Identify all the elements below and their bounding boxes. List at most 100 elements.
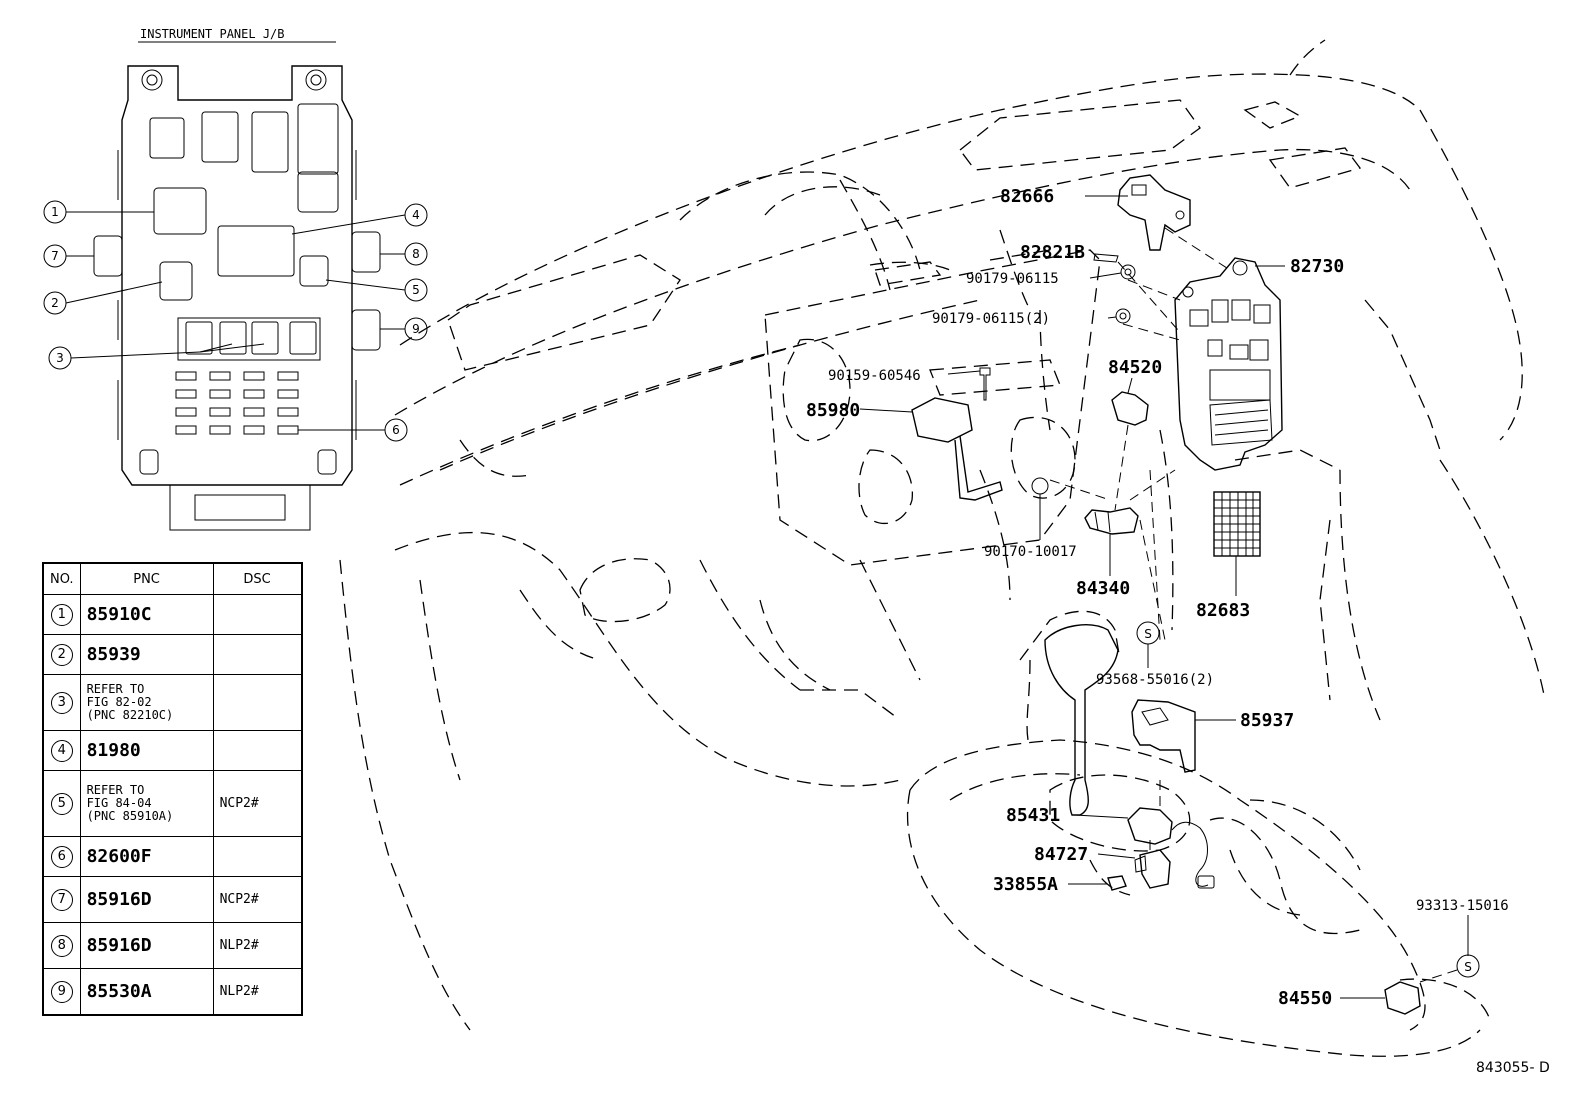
part-84520-switch: 84520 — [1108, 357, 1162, 426]
part-90179-nut-b: 90179-06115(2) — [932, 308, 1131, 327]
row-number: 8 — [50, 935, 73, 957]
screw-symbol-s-2: S — [1464, 960, 1472, 974]
callout-7: 7 — [43, 244, 94, 268]
row-number: 6 — [50, 846, 73, 868]
panel-title: INSTRUMENT PANEL J/B — [140, 27, 285, 41]
row-number: 5 — [50, 793, 73, 815]
table-row: 8 85916D NLP2# — [42, 922, 303, 969]
part-82730-junction-block: 82730 — [1174, 256, 1344, 471]
part-90159-screw: 90159-60546 — [828, 367, 991, 401]
header-pnc: PNC — [79, 562, 214, 595]
table-row: 3 REFER TO FIG 82-02 (PNC 82210C) — [42, 674, 303, 731]
label-82683: 82683 — [1196, 600, 1250, 621]
label-84550: 84550 — [1278, 988, 1332, 1009]
label-84520: 84520 — [1108, 357, 1162, 378]
label-82730: 82730 — [1290, 256, 1344, 277]
header-no: NO. — [42, 562, 81, 595]
part-93313-screw: 93313-15016 S — [1416, 898, 1509, 983]
callout-8: 8 — [380, 242, 428, 266]
svg-text:9: 9 — [412, 322, 420, 336]
svg-text:4: 4 — [412, 208, 420, 222]
label-90159-60546: 90159-60546 — [828, 368, 921, 384]
part-90179-nut-a: 90179-06115 — [966, 264, 1136, 287]
part-85431-sensor: 85431 — [1006, 805, 1215, 889]
label-82821b: 82821B — [1020, 242, 1085, 263]
row-number: 3 — [50, 692, 73, 714]
assembly-leaders — [1049, 227, 1231, 850]
label-93313-15016: 93313-15016 — [1416, 898, 1509, 914]
svg-text:7: 7 — [51, 249, 59, 263]
svg-text:5: 5 — [412, 283, 420, 297]
label-85980: 85980 — [806, 400, 860, 421]
part-90170-clip: 90170-10017 — [984, 477, 1077, 560]
row-pnc: 85530A — [79, 968, 214, 1015]
row-pnc: 85916D — [79, 922, 214, 969]
figure-id: 843055- D — [1476, 1060, 1550, 1076]
parts-table: NO. PNC DSC 1 85910C 2 85939 3 REFER TO … — [42, 562, 303, 1016]
row-dsc: NCP2# — [212, 770, 303, 837]
part-93568-screw: S 93568-55016(2) — [1096, 621, 1214, 688]
row-dsc: NCP2# — [212, 876, 303, 923]
row-pnc: 82600F — [79, 836, 214, 877]
row-number: 7 — [50, 889, 73, 911]
table-row: 6 82600F — [42, 836, 303, 877]
label-85431: 85431 — [1006, 805, 1060, 826]
row-pnc-refer: REFER TO FIG 84-04 (PNC 85910A) — [79, 770, 214, 837]
table-row: 5 REFER TO FIG 84-04 (PNC 85910A) NCP2# — [42, 770, 303, 837]
table-row: 7 85916D NCP2# — [42, 876, 303, 923]
dashboard-outline — [339, 39, 1546, 1057]
part-82666-bracket: 82666 — [1000, 174, 1191, 251]
part-82683-fuse-label: 82683 — [1196, 491, 1261, 621]
label-90179-06115: 90179-06115 — [966, 271, 1059, 287]
junction-block-drawing: INSTRUMENT PANEL J/B — [43, 27, 428, 531]
row-number: 1 — [50, 604, 73, 626]
row-number: 2 — [50, 644, 73, 666]
label-90179-06115-2: 90179-06115(2) — [932, 311, 1050, 327]
svg-text:6: 6 — [392, 423, 400, 437]
row-dsc — [212, 634, 303, 675]
label-85937: 85937 — [1240, 710, 1294, 731]
part-85980-relay: 85980 — [806, 397, 1003, 501]
part-84727-switch: 84727 — [1034, 844, 1171, 889]
label-82666: 82666 — [1000, 186, 1054, 207]
row-number: 9 — [50, 980, 73, 1003]
svg-text:3: 3 — [56, 351, 64, 365]
fuse-grid — [175, 371, 299, 435]
callout-3: 3 — [48, 343, 265, 370]
table-row: 9 85530A NLP2# — [42, 968, 303, 1015]
row-dsc: NLP2# — [212, 922, 303, 969]
part-82821b-clip: 82821B — [1020, 242, 1119, 263]
header-dsc: DSC — [212, 562, 303, 595]
table-row: 1 85910C — [42, 594, 303, 635]
row-pnc: 85939 — [79, 634, 214, 675]
screw-symbol-s: S — [1144, 627, 1152, 641]
part-84550-switch: 84550 — [1278, 981, 1421, 1015]
part-84340-switch: 84340 — [1076, 507, 1139, 599]
row-number: 4 — [50, 740, 73, 762]
svg-text:2: 2 — [51, 296, 59, 310]
table-row: 2 85939 — [42, 634, 303, 675]
row-dsc — [212, 594, 303, 635]
callout-1: 1 — [43, 200, 154, 224]
label-90170-10017: 90170-10017 — [984, 544, 1077, 560]
part-33855a-bulb: 33855A — [993, 874, 1127, 895]
row-pnc: 81980 — [79, 730, 214, 771]
row-dsc — [212, 730, 303, 771]
row-dsc — [212, 836, 303, 877]
svg-text:1: 1 — [51, 205, 59, 219]
row-pnc: 85916D — [79, 876, 214, 923]
label-93568-55016-2: 93568-55016(2) — [1096, 672, 1214, 688]
table-row: 4 81980 — [42, 730, 303, 771]
label-33855a: 33855A — [993, 874, 1058, 895]
junction-block-body — [121, 65, 353, 486]
row-pnc-refer: REFER TO FIG 82-02 (PNC 82210C) — [79, 674, 214, 731]
svg-text:8: 8 — [412, 247, 420, 261]
label-84727: 84727 — [1034, 844, 1088, 865]
callout-4: 4 — [291, 203, 428, 235]
callout-6: 6 — [298, 418, 408, 442]
callout-2: 2 — [43, 281, 163, 315]
row-dsc — [212, 674, 303, 731]
callout-9: 9 — [380, 317, 428, 341]
row-pnc: 85910C — [79, 594, 214, 635]
